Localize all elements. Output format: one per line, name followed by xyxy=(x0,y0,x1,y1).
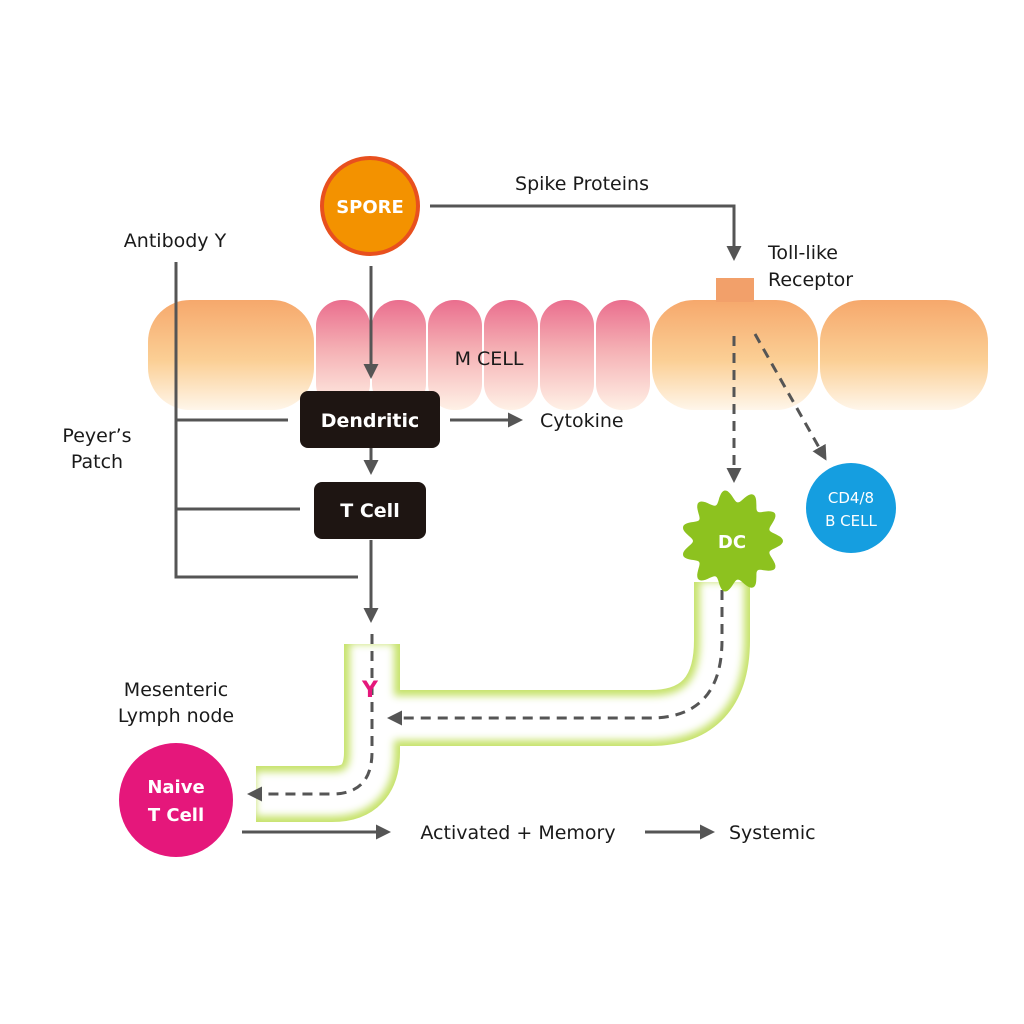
antibody-y-symbol: Y xyxy=(361,678,379,703)
antibody-y-label: Antibody Y xyxy=(124,230,227,252)
peyers-label-line2: Patch xyxy=(71,451,123,473)
peyers-patch-bracket xyxy=(174,262,358,579)
t-cell-box xyxy=(314,482,426,539)
t-cell-node: T Cell xyxy=(314,482,426,539)
enterocyte xyxy=(820,300,988,410)
dendritic-label: Dendritic xyxy=(321,410,420,432)
naive-label-line1: Naive xyxy=(147,777,204,798)
m-cell-lobe xyxy=(540,300,594,410)
m-cell-lobe xyxy=(596,300,650,410)
dashed-arrow-junction-to-naive xyxy=(247,634,374,802)
spike-proteins-label: Spike Proteins xyxy=(515,173,649,195)
toll-like-receptor-shape xyxy=(716,278,754,302)
arrow-spore-to-receptor xyxy=(430,204,742,261)
t-cell-label: T Cell xyxy=(340,500,399,522)
toll-like-label-line2: Receptor xyxy=(768,269,853,291)
mesenteric-label-line2: Lymph node xyxy=(118,705,234,727)
cytokine-label: Cytokine xyxy=(540,410,624,432)
b-cell-circle xyxy=(806,463,896,553)
m-cell-lobe xyxy=(316,300,370,410)
dc-node: DC xyxy=(683,490,783,592)
spore-label: SPORE xyxy=(336,197,404,218)
dashed-arrow-receptor-to-bcell xyxy=(753,333,827,461)
dc-shape xyxy=(683,490,783,592)
naive-label-line2: T Cell xyxy=(148,805,204,826)
b-cell-label-line2: B CELL xyxy=(825,512,877,530)
spore-circle xyxy=(320,156,420,256)
m-cell-lobe xyxy=(428,300,482,410)
dashed-arrow-dc-to-junction xyxy=(387,590,724,726)
dendritic-box xyxy=(300,391,440,448)
dc-label: DC xyxy=(718,532,746,553)
spore-node: SPORE xyxy=(320,156,420,256)
m-cell-label: M CELL xyxy=(455,348,524,370)
b-cell-label-line1: CD4/8 xyxy=(828,489,874,507)
lymph-vessel xyxy=(256,582,750,822)
mesenteric-label-line1: Mesenteric xyxy=(124,679,228,701)
systemic-label: Systemic xyxy=(729,822,816,844)
epithelium-layer xyxy=(148,278,988,410)
m-cell-lobe xyxy=(484,300,538,410)
activated-memory-label: Activated + Memory xyxy=(420,822,615,844)
peyers-label-line1: Peyer’s xyxy=(62,425,131,447)
b-cell-node: CD4/8 B CELL xyxy=(806,463,896,553)
toll-like-label-line1: Toll-like xyxy=(767,242,838,264)
m-cell-lobe xyxy=(372,300,426,410)
dendritic-node: Dendritic xyxy=(300,391,440,448)
enterocyte xyxy=(148,300,314,410)
naive-t-cell-circle xyxy=(119,743,233,857)
naive-t-cell-node: Naive T Cell xyxy=(119,743,233,857)
